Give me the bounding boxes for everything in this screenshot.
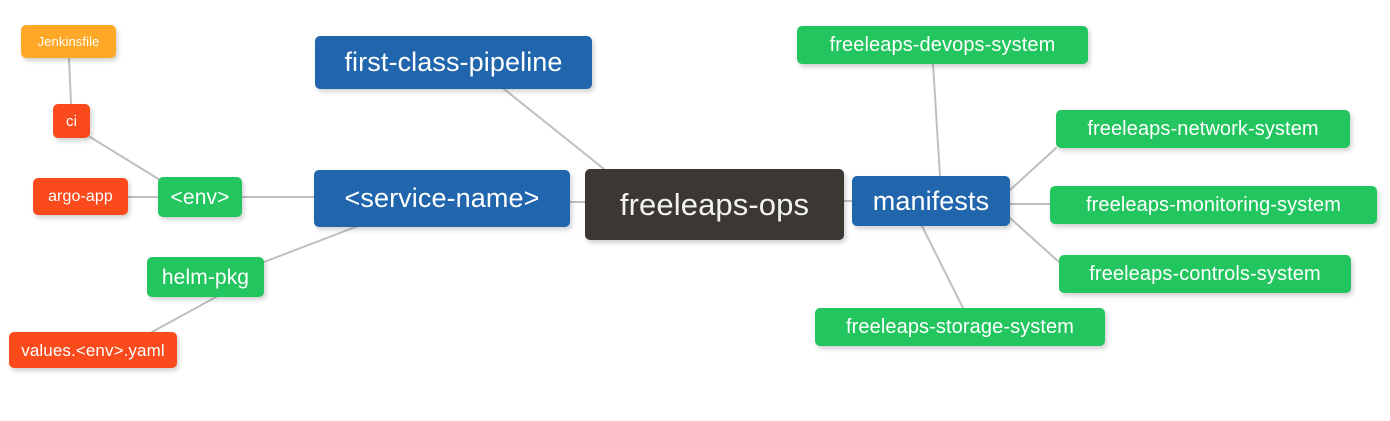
node-service-name[interactable]: <service-name> — [314, 170, 570, 227]
node-label-helm-pkg: helm-pkg — [161, 265, 250, 289]
node-first-class-pipeline[interactable]: first-class-pipeline — [315, 36, 592, 89]
edge-manifests-to-freeleaps-controls-system — [1009, 217, 1060, 263]
edge-first-class-pipeline-to-freeleaps-ops — [503, 88, 605, 170]
node-helm-pkg[interactable]: helm-pkg — [147, 257, 264, 297]
node-freeleaps-monitoring-system[interactable]: freeleaps-monitoring-system — [1050, 186, 1377, 224]
edge-jenkinsfile-to-ci — [68, 57, 72, 105]
edge-helm-pkg-to-service-name — [263, 225, 359, 263]
node-label-freeleaps-ops: freeleaps-ops — [619, 187, 810, 222]
node-label-freeleaps-devops-system: freeleaps-devops-system — [829, 34, 1056, 56]
node-label-service-name: <service-name> — [344, 183, 540, 213]
node-freeleaps-storage-system[interactable]: freeleaps-storage-system — [815, 308, 1105, 346]
edge-manifests-to-freeleaps-storage-system — [921, 225, 964, 309]
node-label-jenkinsfile: Jenkinsfile — [37, 34, 100, 49]
node-env[interactable]: <env> — [158, 177, 242, 217]
node-freeleaps-ops[interactable]: freeleaps-ops — [585, 169, 844, 240]
edge-ci-to-env — [89, 136, 161, 181]
node-freeleaps-devops-system[interactable]: freeleaps-devops-system — [797, 26, 1088, 64]
node-manifests[interactable]: manifests — [852, 176, 1010, 226]
edge-manifests-to-freeleaps-network-system — [1009, 147, 1057, 191]
node-jenkinsfile[interactable]: Jenkinsfile — [21, 25, 116, 58]
node-label-freeleaps-storage-system: freeleaps-storage-system — [845, 316, 1075, 338]
node-ci[interactable]: ci — [53, 104, 90, 138]
node-label-env: <env> — [170, 185, 230, 209]
node-label-values-yaml: values.<env>.yaml — [21, 340, 165, 360]
node-label-freeleaps-controls-system: freeleaps-controls-system — [1089, 263, 1321, 285]
node-label-first-class-pipeline: first-class-pipeline — [344, 47, 563, 77]
node-label-ci: ci — [65, 112, 78, 130]
node-label-freeleaps-monitoring-system: freeleaps-monitoring-system — [1085, 194, 1341, 216]
edge-manifests-to-freeleaps-devops-system — [932, 63, 941, 177]
node-freeleaps-network-system[interactable]: freeleaps-network-system — [1056, 110, 1350, 148]
node-label-argo-app: argo-app — [48, 187, 113, 205]
node-values-yaml[interactable]: values.<env>.yaml — [9, 332, 177, 368]
node-freeleaps-controls-system[interactable]: freeleaps-controls-system — [1059, 255, 1351, 293]
node-label-freeleaps-network-system: freeleaps-network-system — [1087, 118, 1319, 140]
node-argo-app[interactable]: argo-app — [33, 178, 128, 215]
node-label-manifests: manifests — [872, 185, 990, 216]
edge-values-yaml-to-helm-pkg — [151, 296, 217, 333]
